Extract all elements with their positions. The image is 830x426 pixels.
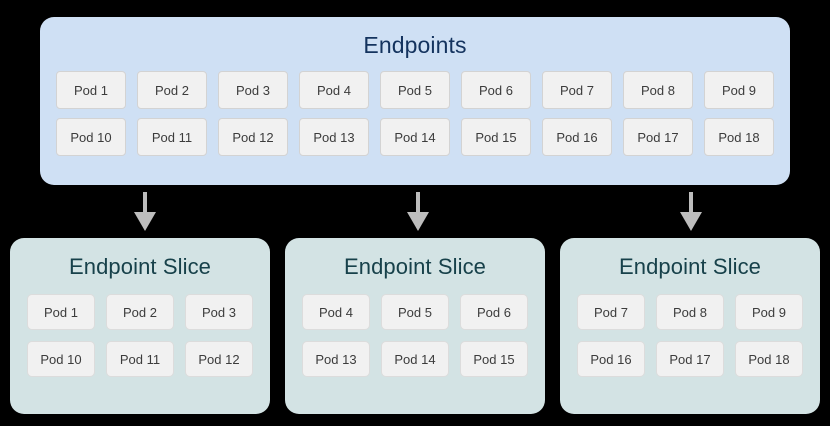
arrow-shaft — [143, 192, 147, 214]
pod-chip: Pod 2 — [106, 294, 174, 330]
pod-chip: Pod 3 — [185, 294, 253, 330]
pod-chip: Pod 8 — [656, 294, 724, 330]
pod-chip: Pod 5 — [380, 71, 450, 109]
pod-chip: Pod 16 — [542, 118, 612, 156]
endpoints-pod-row: Pod 1 Pod 2 Pod 3 Pod 4 Pod 5 Pod 6 Pod … — [52, 71, 778, 109]
endpoint-slice-pod-row: Pod 1 Pod 2 Pod 3 — [24, 294, 256, 330]
pod-chip: Pod 10 — [27, 341, 95, 377]
pod-chip: Pod 18 — [735, 341, 803, 377]
pod-chip: Pod 10 — [56, 118, 126, 156]
pod-chip: Pod 1 — [27, 294, 95, 330]
endpoint-slice-title: Endpoint Slice — [343, 254, 487, 279]
endpoint-slice-pod-row: Pod 10 Pod 11 Pod 12 — [24, 341, 256, 377]
pod-chip: Pod 12 — [185, 341, 253, 377]
pod-chip: Pod 7 — [577, 294, 645, 330]
pod-chip: Pod 14 — [380, 118, 450, 156]
pod-chip: Pod 17 — [623, 118, 693, 156]
pod-chip: Pod 15 — [461, 118, 531, 156]
endpoint-slice-pod-row: Pod 4 Pod 5 Pod 6 — [299, 294, 531, 330]
pod-chip: Pod 11 — [137, 118, 207, 156]
pod-chip: Pod 8 — [623, 71, 693, 109]
arrow-head — [134, 212, 156, 231]
pod-chip: Pod 9 — [704, 71, 774, 109]
endpoints-title: Endpoints — [363, 32, 467, 58]
pod-chip: Pod 14 — [381, 341, 449, 377]
endpoints-box: Endpoints Pod 1 Pod 2 Pod 3 Pod 4 Pod 5 … — [40, 17, 790, 185]
arrow-down-icon — [677, 192, 705, 231]
arrow-down-icon — [404, 192, 432, 231]
pod-chip: Pod 18 — [704, 118, 774, 156]
pod-chip: Pod 12 — [218, 118, 288, 156]
pod-chip: Pod 17 — [656, 341, 724, 377]
pod-chip: Pod 13 — [299, 118, 369, 156]
endpoint-slice-box-3: Endpoint Slice Pod 7 Pod 8 Pod 9 Pod 16 … — [560, 238, 820, 414]
pod-chip: Pod 4 — [302, 294, 370, 330]
pod-chip: Pod 1 — [56, 71, 126, 109]
pod-chip: Pod 5 — [381, 294, 449, 330]
arrow-head — [407, 212, 429, 231]
pod-chip: Pod 4 — [299, 71, 369, 109]
pod-chip: Pod 7 — [542, 71, 612, 109]
pod-chip: Pod 13 — [302, 341, 370, 377]
pod-chip: Pod 3 — [218, 71, 288, 109]
arrow-down-icon — [131, 192, 159, 231]
endpoint-slice-pod-grid: Pod 4 Pod 5 Pod 6 Pod 13 Pod 14 Pod 15 — [285, 278, 545, 377]
arrow-head — [680, 212, 702, 231]
pod-chip: Pod 16 — [577, 341, 645, 377]
endpoint-slice-pod-grid: Pod 1 Pod 2 Pod 3 Pod 10 Pod 11 Pod 12 — [10, 278, 270, 377]
endpoint-slice-pod-row: Pod 16 Pod 17 Pod 18 — [574, 341, 806, 377]
pod-chip: Pod 2 — [137, 71, 207, 109]
pod-chip: Pod 15 — [460, 341, 528, 377]
pod-chip: Pod 9 — [735, 294, 803, 330]
endpoints-pod-row: Pod 10 Pod 11 Pod 12 Pod 13 Pod 14 Pod 1… — [52, 118, 778, 156]
pod-chip: Pod 6 — [461, 71, 531, 109]
endpoint-slice-pod-row: Pod 7 Pod 8 Pod 9 — [574, 294, 806, 330]
endpoints-pod-grid: Pod 1 Pod 2 Pod 3 Pod 4 Pod 5 Pod 6 Pod … — [40, 57, 790, 156]
endpoint-slices-container: Endpoint Slice Pod 1 Pod 2 Pod 3 Pod 10 … — [10, 238, 820, 414]
endpoint-slice-box-1: Endpoint Slice Pod 1 Pod 2 Pod 3 Pod 10 … — [10, 238, 270, 414]
pod-chip: Pod 11 — [106, 341, 174, 377]
endpoint-slice-box-2: Endpoint Slice Pod 4 Pod 5 Pod 6 Pod 13 … — [285, 238, 545, 414]
arrow-shaft — [416, 192, 420, 214]
pod-chip: Pod 6 — [460, 294, 528, 330]
endpoint-slice-pod-grid: Pod 7 Pod 8 Pod 9 Pod 16 Pod 17 Pod 18 — [560, 278, 820, 377]
arrow-shaft — [689, 192, 693, 214]
endpoint-slice-pod-row: Pod 13 Pod 14 Pod 15 — [299, 341, 531, 377]
endpoint-slice-title: Endpoint Slice — [618, 254, 762, 279]
endpoint-slice-title: Endpoint Slice — [68, 254, 212, 279]
